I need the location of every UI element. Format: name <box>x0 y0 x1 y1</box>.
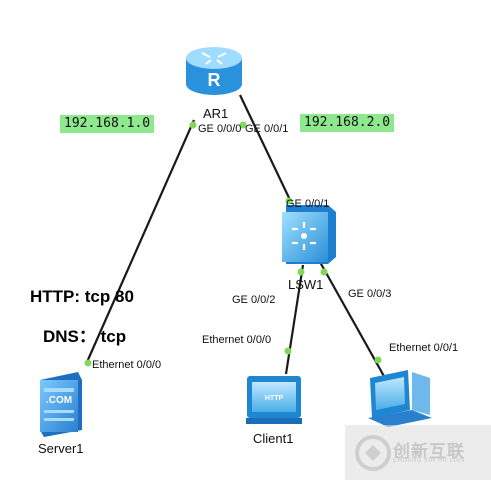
port-label-server1: Ethernet 0/0/0 <box>92 359 162 371</box>
server-icon[interactable]: .COM <box>40 372 82 437</box>
port-dot-lsw1-ge003 <box>320 268 328 276</box>
client-name: Client1 <box>253 431 294 446</box>
subnet-label-right: 192.168.2.0 <box>300 114 395 132</box>
link-lsw1-client1 <box>284 264 305 375</box>
port-label-lsw1-ge003: GE 0/0/3 <box>348 288 392 300</box>
port-dot-lsw1-ge001 <box>285 197 293 205</box>
port-dot-lsw1-ge002 <box>297 268 305 276</box>
port-dot-client1 <box>284 347 292 355</box>
port-dot-ar1-ge000 <box>189 121 197 129</box>
watermark-text: 创新互联 <box>393 442 465 461</box>
router-letter: R <box>208 70 221 90</box>
subnet-label-left: 192.168.1.0 <box>60 115 155 133</box>
server-name: Server1 <box>38 441 84 456</box>
switch-name: LSW1 <box>288 277 324 292</box>
http-note: HTTP: tcp 80 <box>30 287 134 306</box>
port-dot-server1 <box>84 359 92 367</box>
port-label-pc: Ethernet 0/0/1 <box>389 342 459 354</box>
pc-icon[interactable] <box>368 370 432 427</box>
watermark: 创新互联 CHUANG XIN HU LIAN <box>345 425 491 480</box>
port-label-ar1-ge001: GE 0/0/1 <box>245 123 289 135</box>
port-dot-pc <box>374 356 382 364</box>
client-http-badge: HTTP <box>265 395 284 402</box>
watermark-logo-icon <box>355 435 391 471</box>
port-label-lsw1-ge001: GE 0/0/1 <box>286 198 330 210</box>
port-label-client1: Ethernet 0/0/0 <box>202 334 272 346</box>
server-com-badge: .COM <box>46 395 72 406</box>
dns-note: DNS： tcp <box>43 327 127 346</box>
router-name: AR1 <box>203 106 229 121</box>
watermark-subtext: CHUANG XIN HU LIAN <box>393 458 466 464</box>
link-ar1-server1 <box>85 119 196 363</box>
port-label-lsw1-ge002: GE 0/0/2 <box>232 294 276 306</box>
switch-icon[interactable] <box>282 205 336 264</box>
link-ar1-lsw1 <box>239 94 292 203</box>
port-label-ar1-ge000: GE 0/0/0 <box>198 123 242 135</box>
router-icon[interactable]: R <box>186 47 242 95</box>
link-lsw1-pc <box>319 261 386 379</box>
client-icon[interactable]: HTTP <box>246 376 302 424</box>
port-dot-ar1-ge001 <box>239 121 247 129</box>
